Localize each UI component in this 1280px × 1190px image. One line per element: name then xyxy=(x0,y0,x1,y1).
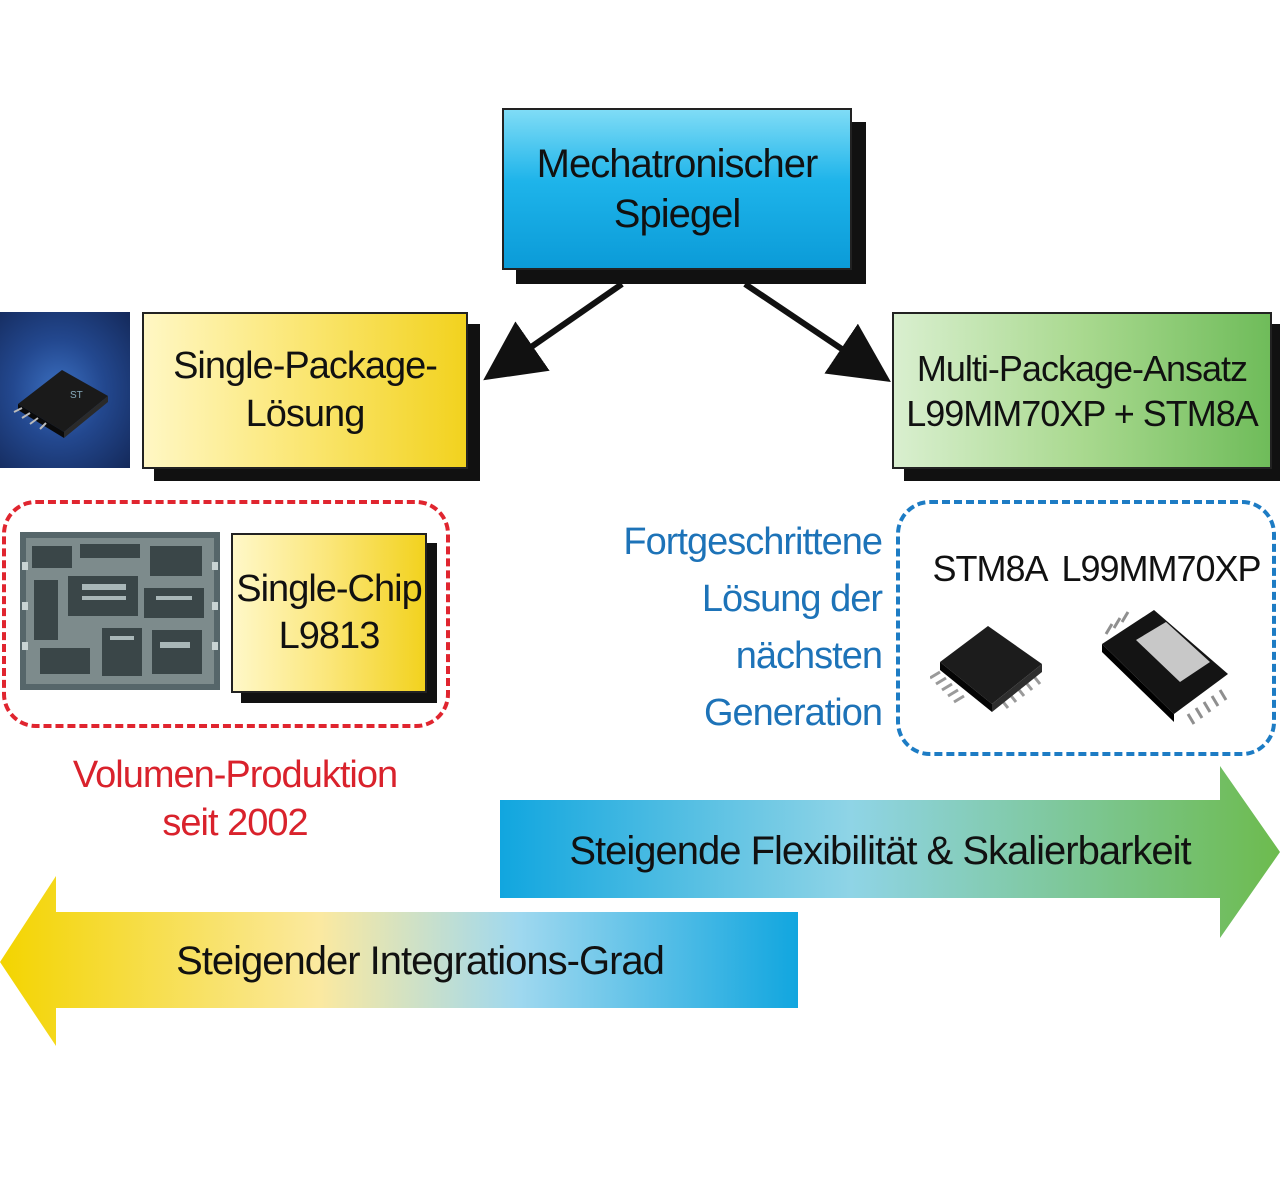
top-box-line1: Mechatronischer xyxy=(536,142,819,186)
l99mm70xp-chip-image xyxy=(1102,610,1228,725)
advanced-line1: Fortgeschrittene xyxy=(623,521,883,563)
single-package-line2: Lösung xyxy=(245,392,366,435)
advanced-solution-text: Fortgeschrittene Lösung der nächsten Gen… xyxy=(560,514,883,742)
mechatronic-mirror-box: Mechatronischer Spiegel xyxy=(502,108,852,270)
single-chip-box: Single-Chip L9813 xyxy=(231,533,427,693)
multi-package-line1: Multi-Package-Ansatz xyxy=(916,347,1248,389)
single-package-line1: Single-Package- xyxy=(173,345,438,387)
stm8a-chip-image xyxy=(930,626,1042,712)
l99mm70xp-label: L99MM70XP xyxy=(1061,548,1261,589)
flexibility-label: Steigende Flexibilität & Skalierbarkeit xyxy=(569,829,1191,873)
flexibility-arrow xyxy=(500,766,1280,938)
arrow-to-single-package xyxy=(483,281,624,381)
single-chip-group xyxy=(2,500,450,728)
advanced-line2: Lösung der xyxy=(701,578,883,620)
advanced-line4: Generation xyxy=(703,692,883,734)
single-package-box: Single-Package- Lösung xyxy=(142,312,468,469)
volume-line1: Volumen-Produktion xyxy=(72,754,398,796)
stm8a-label: STM8A xyxy=(932,548,1048,589)
advanced-line3: nächsten xyxy=(735,635,883,677)
volume-line2: seit 2002 xyxy=(162,801,308,844)
next-gen-group xyxy=(896,500,1276,756)
multi-package-box: Multi-Package-Ansatz L99MM70XP + STM8A xyxy=(892,312,1272,469)
die-photo xyxy=(20,532,220,690)
single-package-photo: ST xyxy=(0,312,130,468)
svg-text:ST: ST xyxy=(70,390,83,401)
multi-package-line2: L99MM70XP + STM8A xyxy=(906,392,1259,434)
single-chip-line1: Single-Chip xyxy=(236,567,422,610)
arrow-to-multi-package xyxy=(743,281,891,383)
single-chip-line2: L9813 xyxy=(278,615,381,657)
integration-arrow xyxy=(0,876,798,1046)
top-box-line2: Spiegel xyxy=(613,192,741,236)
integration-label: Steigender Integrations-Grad xyxy=(176,939,665,983)
volume-production-text: Volumen-Produktion seit 2002 xyxy=(30,752,440,847)
